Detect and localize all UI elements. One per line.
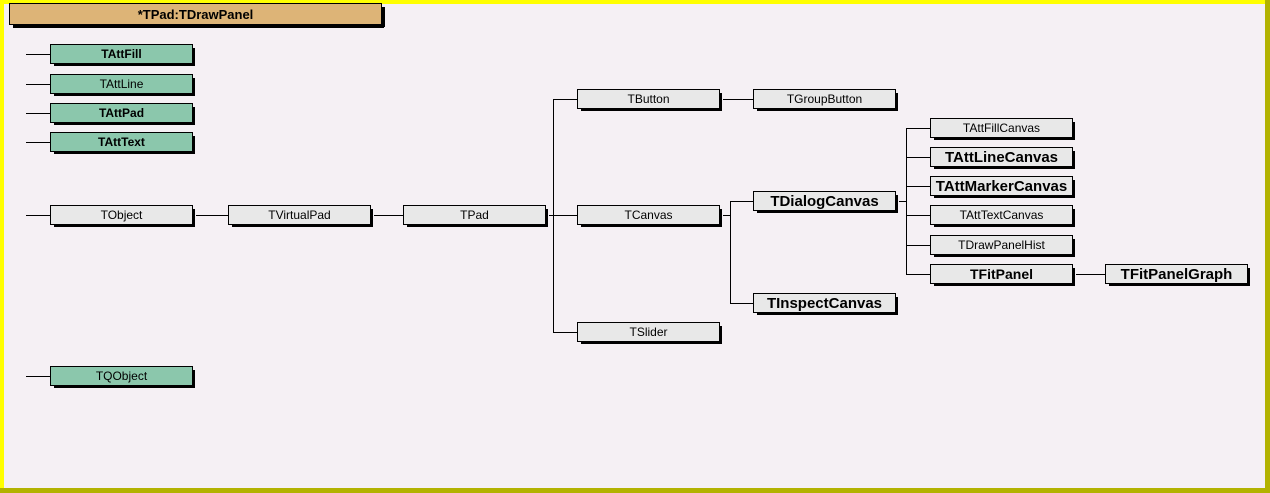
class-label-tfitpanel: TFitPanel bbox=[969, 266, 1033, 282]
class-node-tattpad[interactable]: TAttPad bbox=[50, 103, 195, 125]
class-node-tslider[interactable]: TSlider bbox=[577, 322, 722, 344]
canvas-frame-top bbox=[0, 0, 1270, 4]
class-node-tfitpanelgraph[interactable]: TFitPanelGraph bbox=[1105, 264, 1250, 286]
class-node-tobject[interactable]: TObject bbox=[50, 205, 195, 227]
connector-attfill bbox=[26, 54, 50, 55]
class-node-tatttextcanvas[interactable]: TAttTextCanvas bbox=[930, 205, 1075, 227]
class-label-tdrawpanelhist: TDrawPanelHist bbox=[958, 238, 1045, 252]
connector-tobject-tvirtualpad bbox=[196, 215, 228, 216]
class-label-tattfill: TAttFill bbox=[101, 47, 142, 61]
canvas-frame-left bbox=[0, 0, 4, 493]
class-node-tbutton[interactable]: TButton bbox=[577, 89, 722, 111]
connector-tdc-attlinecanvas bbox=[906, 157, 930, 158]
class-node-tinspectcanvas[interactable]: TInspectCanvas bbox=[753, 293, 898, 315]
connector-tpad-tslider bbox=[553, 332, 577, 333]
connector-tdc-attfillcanvas bbox=[906, 128, 930, 129]
class-node-tattfill[interactable]: TAttFill bbox=[50, 44, 195, 66]
class-node-tattmarkercanvas[interactable]: TAttMarkerCanvas bbox=[930, 176, 1075, 198]
connector-attline bbox=[26, 84, 50, 85]
class-label-tbutton: TButton bbox=[627, 92, 670, 106]
class-label-tattline: TAttLine bbox=[99, 77, 144, 91]
class-label-tattfillcanvas: TAttFillCanvas bbox=[962, 121, 1041, 135]
connector-tobject bbox=[26, 215, 50, 216]
connector-tqobject bbox=[26, 376, 50, 377]
class-node-tqobject[interactable]: TQObject bbox=[50, 366, 195, 388]
class-node-tattfillcanvas[interactable]: TAttFillCanvas bbox=[930, 118, 1075, 140]
class-label-tvirtualpad: TVirtualPad bbox=[268, 208, 331, 222]
connector-tcanvas-trunk bbox=[723, 215, 731, 216]
class-label-tobject: TObject bbox=[100, 208, 143, 222]
class-node-tvirtualpad[interactable]: TVirtualPad bbox=[228, 205, 373, 227]
class-node-tdrawpanelhist[interactable]: TDrawPanelHist bbox=[930, 235, 1075, 257]
class-label-tqobject: TQObject bbox=[95, 369, 148, 383]
class-label-tinspectcanvas: TInspectCanvas bbox=[766, 294, 883, 312]
class-node-tgroupbutton[interactable]: TGroupButton bbox=[753, 89, 898, 111]
class-node-tattlinecanvas[interactable]: TAttLineCanvas bbox=[930, 147, 1075, 169]
class-node-tatttext[interactable]: TAttText bbox=[50, 132, 195, 154]
connector-tdc-fitpanel bbox=[906, 274, 930, 275]
class-label-tcanvas: TCanvas bbox=[624, 208, 673, 222]
connector-tdialogcanvas-trunk bbox=[899, 201, 907, 202]
class-node-tpad[interactable]: TPad bbox=[403, 205, 548, 227]
diagram-title-label: *TPad:TDrawPanel bbox=[137, 6, 254, 22]
canvas-frame-right bbox=[1265, 0, 1270, 493]
connector-tdialogcanvas-spine bbox=[906, 128, 907, 274]
connector-tpad-trunk bbox=[549, 215, 577, 216]
connector-tcanvas-tinspectcanvas bbox=[730, 303, 753, 304]
connector-tfitpanel-tfitpanelgraph bbox=[1076, 274, 1105, 275]
class-label-tattpad: TAttPad bbox=[98, 106, 145, 120]
class-node-tdialogcanvas[interactable]: TDialogCanvas bbox=[753, 191, 898, 213]
class-label-tgroupbutton: TGroupButton bbox=[786, 92, 863, 106]
connector-tpad-spine bbox=[553, 99, 554, 332]
class-label-tdialogcanvas: TDialogCanvas bbox=[770, 192, 879, 210]
diagram-title-bar: *TPad:TDrawPanel bbox=[9, 3, 385, 28]
class-node-tfitpanel[interactable]: TFitPanel bbox=[930, 264, 1075, 286]
class-label-tattmarkercanvas: TAttMarkerCanvas bbox=[935, 177, 1068, 195]
class-label-tpad: TPad bbox=[460, 208, 489, 222]
connector-tdc-attmarkercanvas bbox=[906, 186, 930, 187]
class-node-tattline[interactable]: TAttLine bbox=[50, 74, 195, 96]
connector-atttext bbox=[26, 142, 50, 143]
class-node-tcanvas[interactable]: TCanvas bbox=[577, 205, 722, 227]
connector-tcanvas-tdialogcanvas bbox=[730, 201, 753, 202]
canvas-frame-bottom bbox=[0, 488, 1270, 493]
connector-attpad bbox=[26, 113, 50, 114]
connector-tdc-atttextcanvas bbox=[906, 215, 930, 216]
connector-tbutton-tgroupbutton bbox=[723, 99, 753, 100]
connector-tdc-drawpanelhist bbox=[906, 245, 930, 246]
connector-tpad-tbutton bbox=[553, 99, 577, 100]
class-label-tatttextcanvas: TAttTextCanvas bbox=[959, 208, 1044, 222]
connector-tvirtualpad-tpad bbox=[374, 215, 403, 216]
class-label-tslider: TSlider bbox=[629, 325, 668, 339]
class-label-tattlinecanvas: TAttLineCanvas bbox=[944, 148, 1059, 166]
class-label-tatttext: TAttText bbox=[98, 135, 145, 149]
class-label-tfitpanelgraph: TFitPanelGraph bbox=[1120, 265, 1233, 283]
connector-tcanvas-spine bbox=[730, 201, 731, 303]
